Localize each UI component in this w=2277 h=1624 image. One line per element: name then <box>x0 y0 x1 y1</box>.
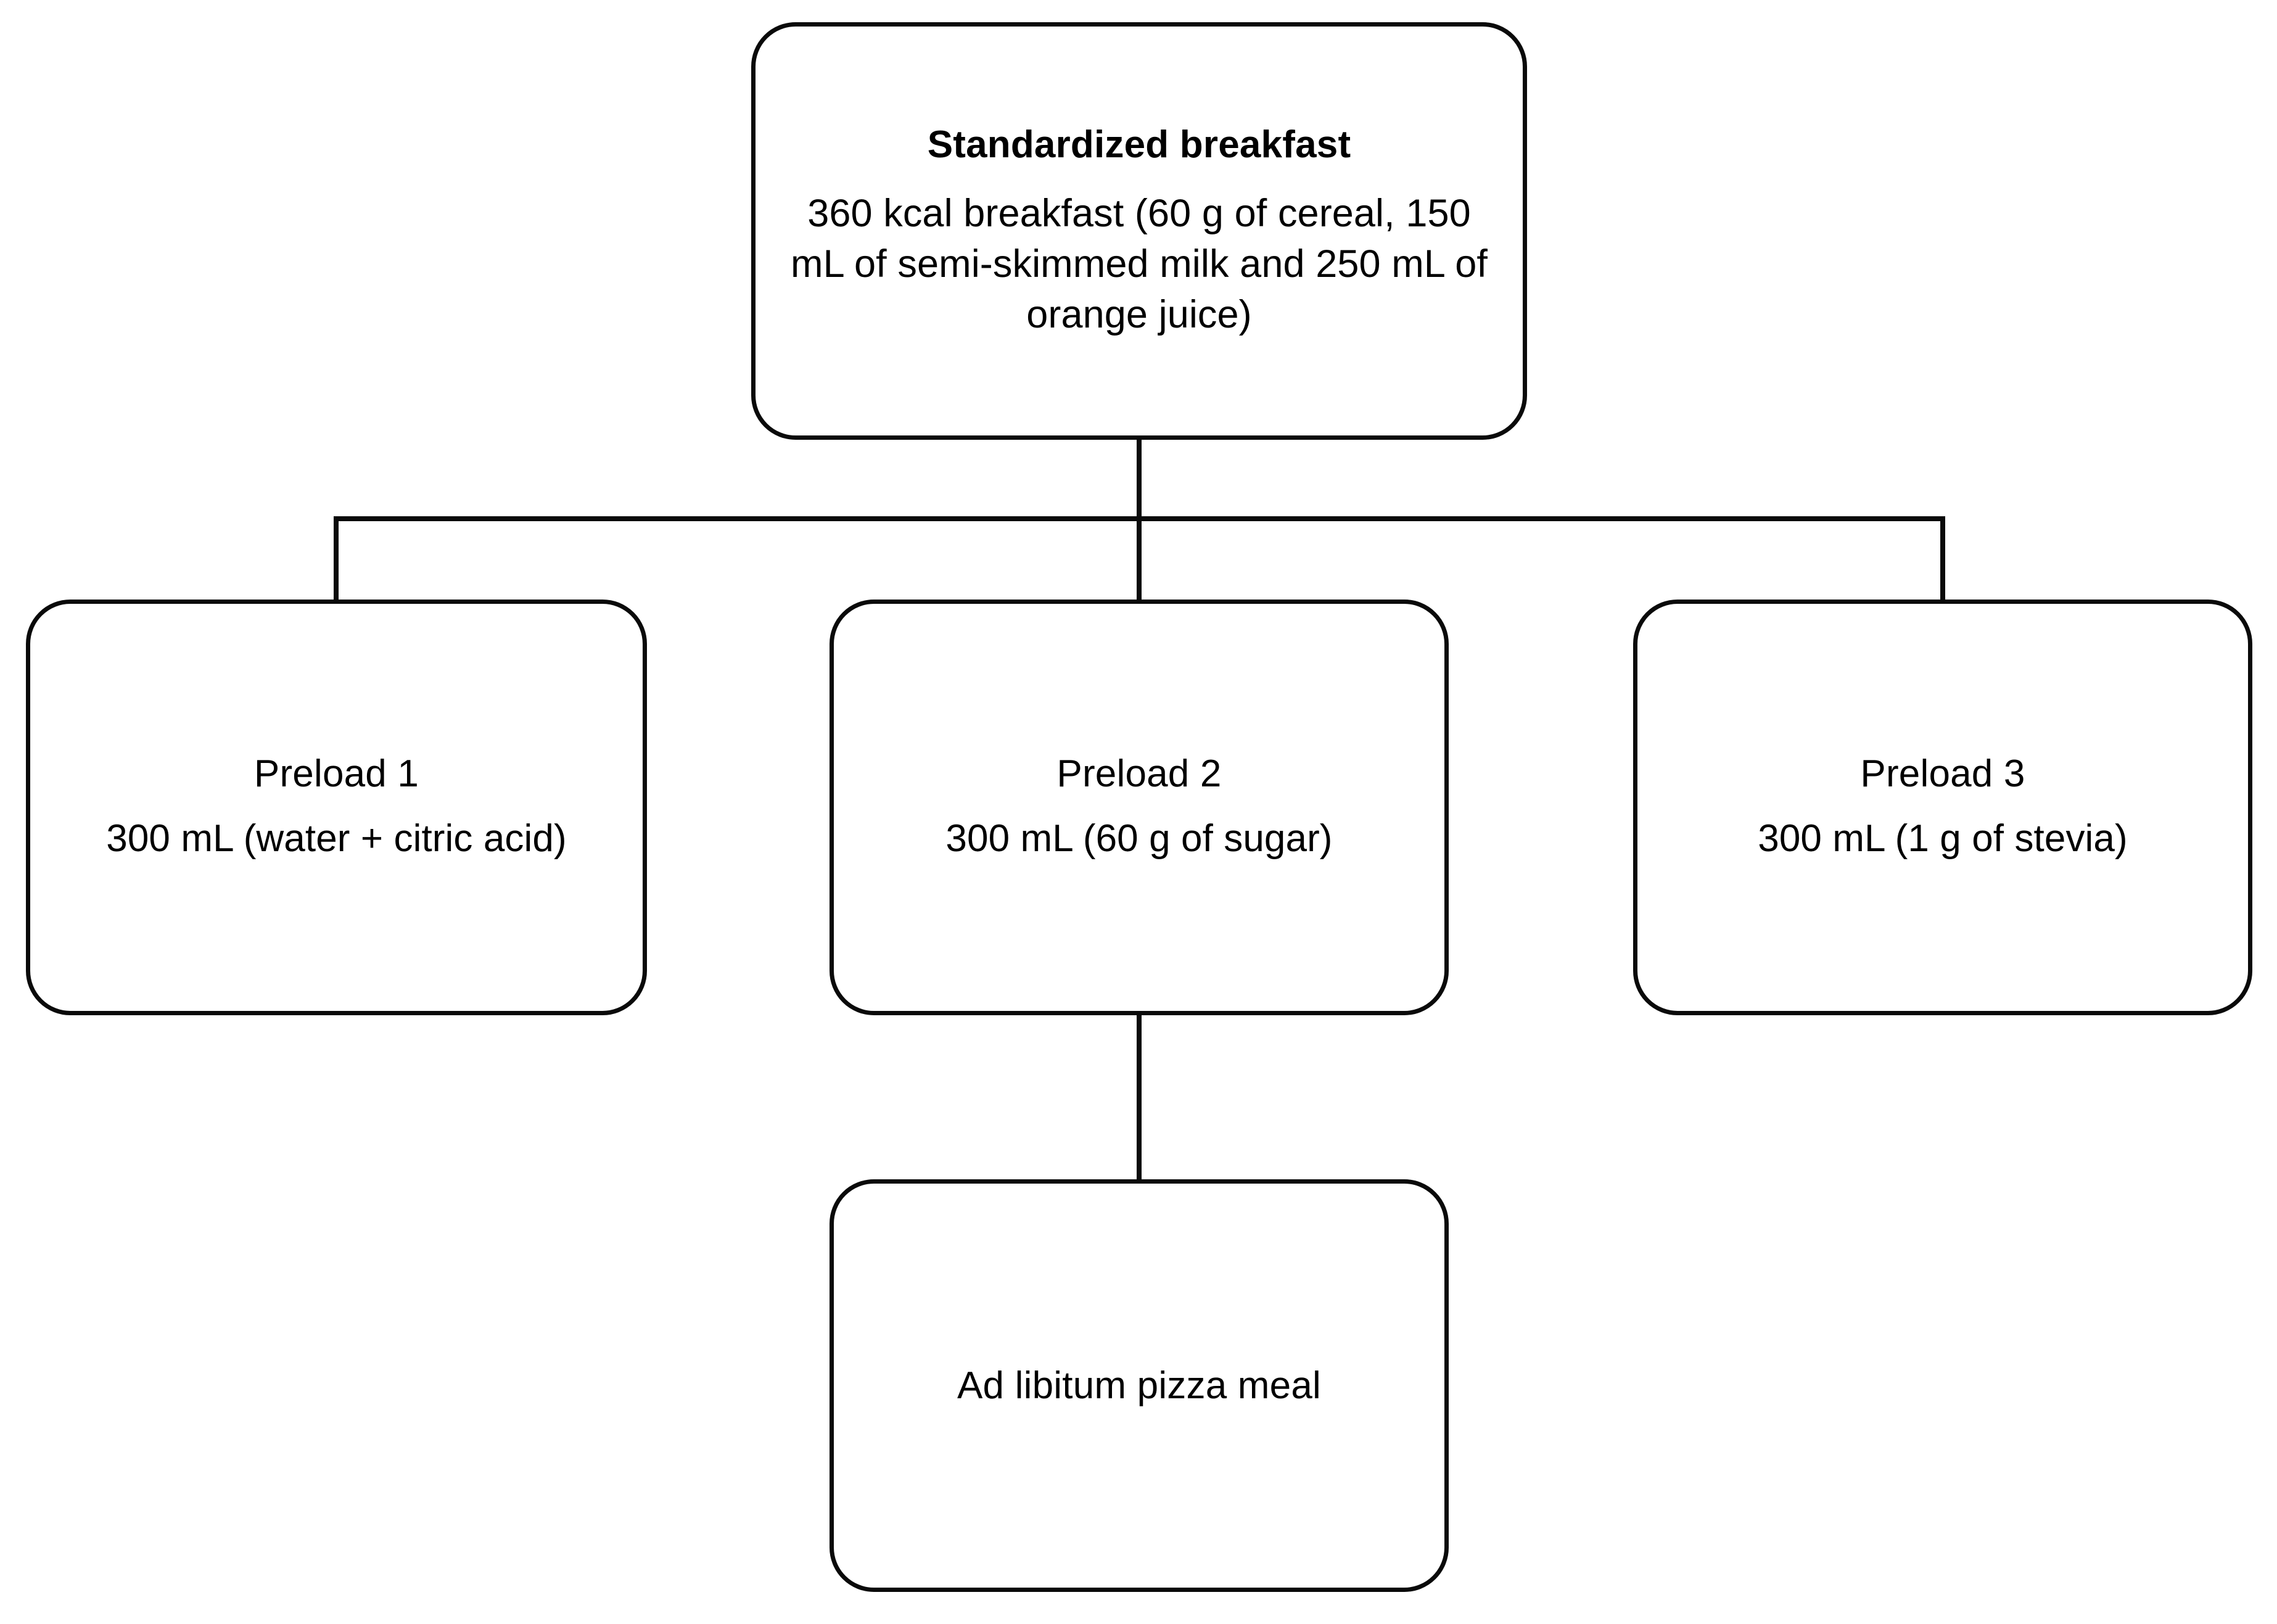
connector-breakfast-to-bus <box>1137 439 1142 521</box>
connector-bus-to-preload-1 <box>334 516 339 602</box>
connector-bus-to-preload-3 <box>1940 516 1945 602</box>
node-ad-libitum-pizza-meal: Ad libitum pizza meal <box>830 1179 1449 1592</box>
node-standardized-breakfast-body: 360 kcal breakfast (60 g of cereal, 150 … <box>791 192 1488 337</box>
node-preload-1-body: 300 mL (water + citric acid) <box>106 817 567 860</box>
node-preload-3-title: Preload 3 <box>1860 752 2025 795</box>
node-preload-2-title: Preload 2 <box>1056 752 1222 795</box>
node-preload-2: Preload 2 300 mL (60 g of sugar) <box>830 600 1449 1015</box>
node-standardized-breakfast: Standardized breakfast 360 kcal breakfas… <box>751 22 1527 440</box>
connector-preload-2-to-pizza <box>1137 1013 1142 1181</box>
node-ad-libitum-pizza-meal-title: Ad libitum pizza meal <box>957 1364 1321 1407</box>
node-preload-1: Preload 1 300 mL (water + citric acid) <box>26 600 647 1015</box>
node-preload-1-title: Preload 1 <box>253 752 419 795</box>
node-preload-3-body: 300 mL (1 g of stevia) <box>1758 817 2128 860</box>
connector-bus-to-preload-2 <box>1137 516 1142 602</box>
node-preload-3: Preload 3 300 mL (1 g of stevia) <box>1633 600 2252 1015</box>
node-preload-2-body: 300 mL (60 g of sugar) <box>945 817 1333 860</box>
node-standardized-breakfast-title: Standardized breakfast <box>927 123 1351 166</box>
